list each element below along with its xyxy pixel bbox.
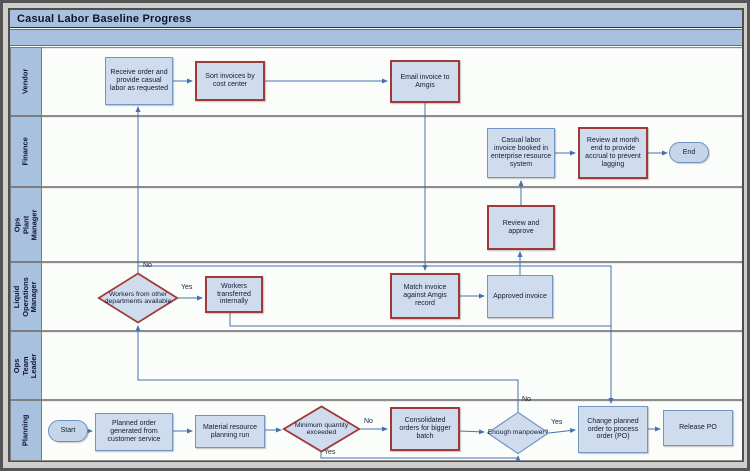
node-start-terminator: Start	[48, 420, 88, 442]
diagram-title-bar: Casual Labor Baseline Progress	[10, 10, 742, 28]
node-review-and-approve: Review and approve	[487, 205, 555, 250]
lane-label-ops-plant-manager: Ops Plant Manager	[10, 187, 42, 262]
edge-label-minqty-no: No	[364, 418, 373, 425]
lane-label-vendor: Vendor	[10, 47, 42, 116]
edge-label-manpower-yes: Yes	[551, 419, 563, 426]
node-receive-order: Receive order and provide casual labor a…	[105, 57, 173, 105]
edge-label-minqty-yes: Yes	[324, 449, 336, 456]
node-approved-invoice: Approved invoice	[487, 275, 553, 318]
node-review-month-end: Review at month end to provide accrual t…	[578, 127, 648, 179]
node-consolidated-orders: Consolidated orders for bigger batch	[390, 407, 460, 451]
decision-workers-available: Workers from other departments available	[98, 273, 178, 323]
node-email-invoice: Email invoice to Amgis	[390, 60, 460, 103]
node-release-po: Release PO	[663, 410, 733, 446]
lane-ops-team-leader	[42, 331, 742, 400]
decision-minimum-quantity: Minimum quantity exceeded	[283, 406, 360, 452]
lane-label-ops-team-leader: Ops Team Leader	[10, 331, 42, 400]
edge-label-manpower-no: No	[522, 396, 531, 403]
node-match-invoice: Match invoice against Amgis record	[390, 273, 460, 319]
decision-enough-manpower: Enough manpower?	[487, 412, 549, 454]
node-invoice-booked: Casual labor invoice booked in enterpris…	[487, 128, 555, 178]
lane-ops-plant-manager	[42, 187, 742, 262]
node-mrp-run: Material resource planning run	[195, 415, 265, 448]
lane-label-liquid-operations-manager: Liquid Operations Manager	[10, 262, 42, 331]
phase-band	[10, 29, 742, 46]
node-end-terminator: End	[669, 142, 709, 163]
edge-label-workers-yes: Yes	[181, 284, 193, 291]
lane-label-finance: Finance	[10, 116, 42, 187]
node-workers-transferred: Workers transferred internally	[205, 276, 263, 313]
lane-label-planning: Planning	[10, 400, 42, 461]
node-change-planned-order: Change planned order to process order (P…	[578, 406, 648, 453]
edge-label-workers-no: No	[143, 262, 152, 269]
node-planned-order: Planned order generated from customer se…	[95, 413, 173, 451]
node-sort-invoices: Sort invoices by cost center	[195, 61, 265, 101]
diagram-title: Casual Labor Baseline Progress	[17, 12, 192, 25]
